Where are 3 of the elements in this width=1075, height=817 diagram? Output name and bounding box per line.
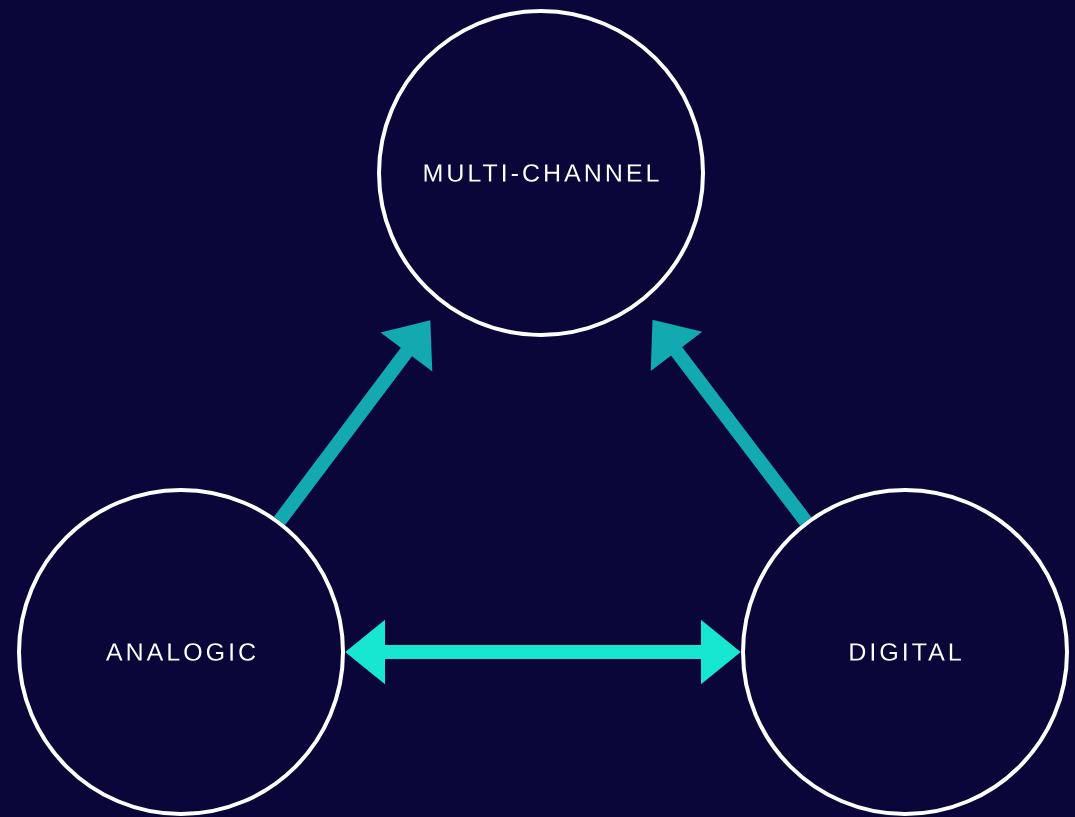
circle-node: ANALOGIC [17, 488, 345, 816]
circle-node: MULTI-CHANNEL [377, 9, 705, 337]
circle-node: DIGITAL [741, 488, 1069, 816]
